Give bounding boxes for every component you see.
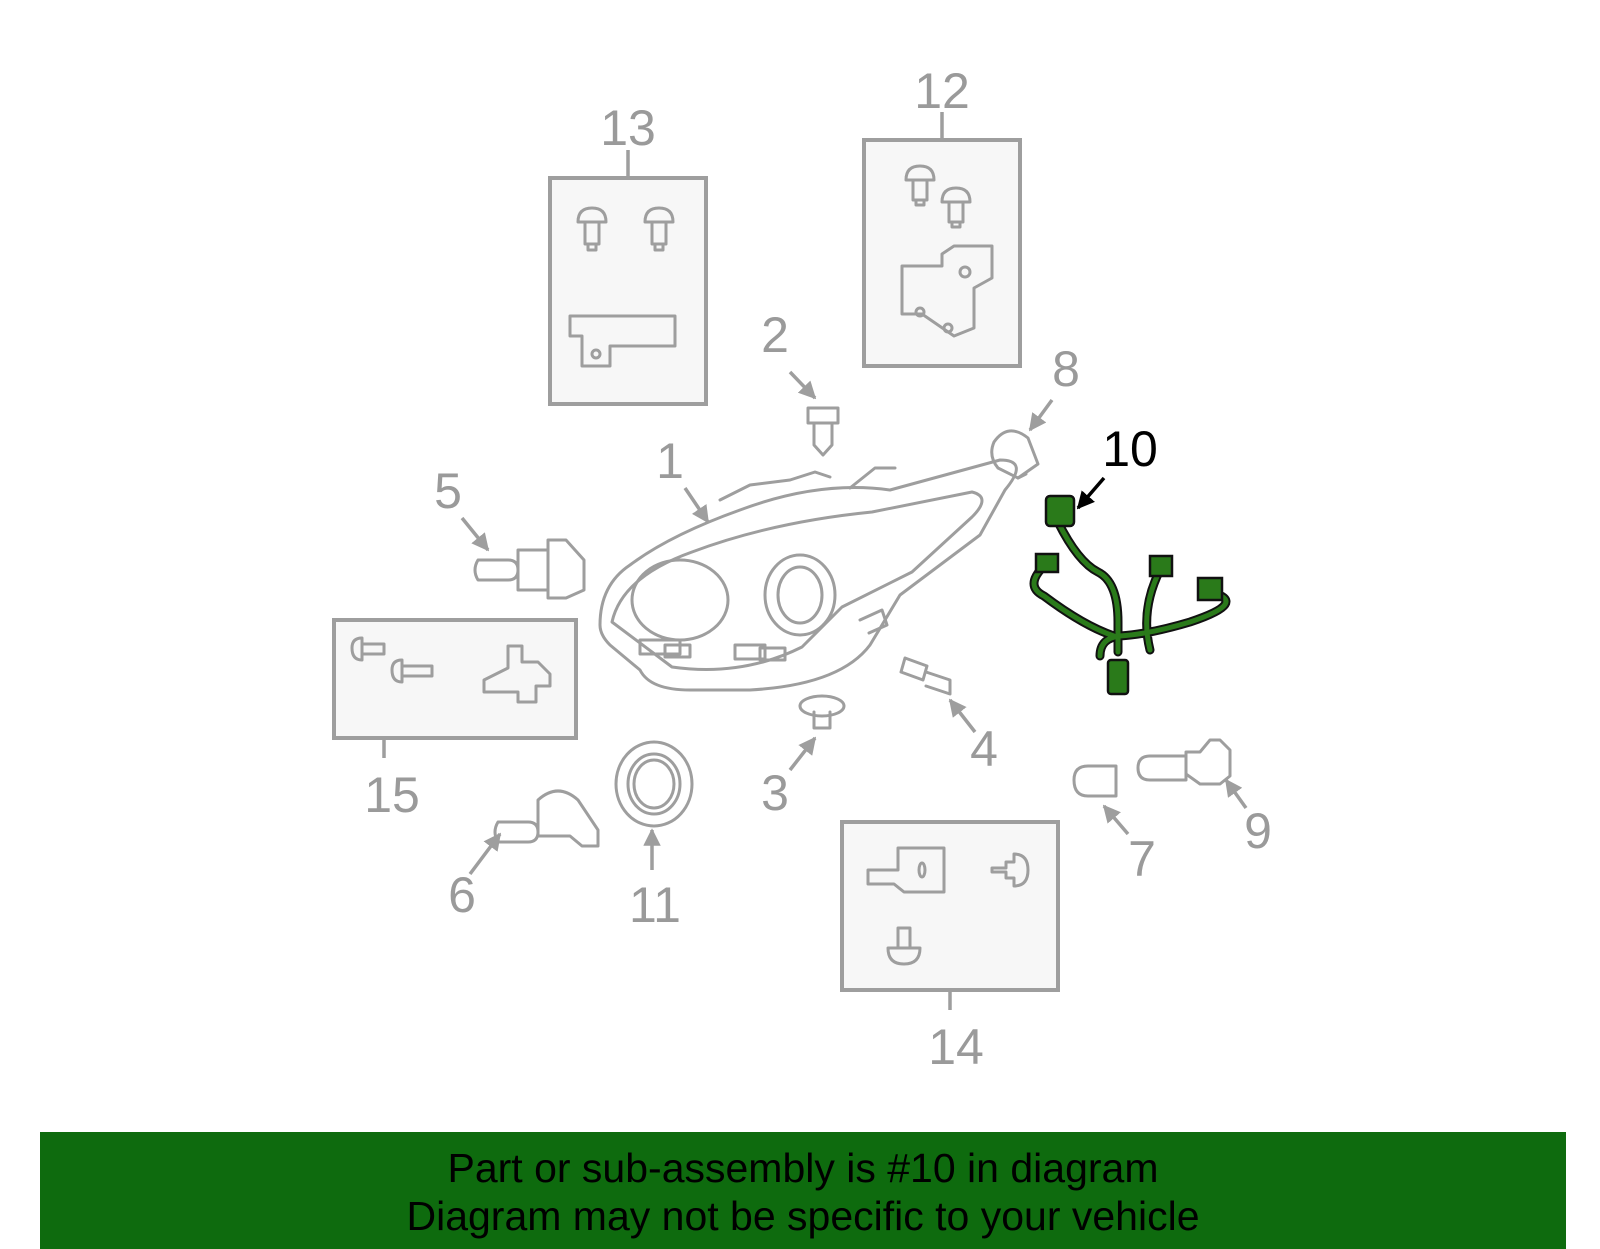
callout-4[interactable]: 4 [970,721,998,777]
banner-line-part: Part or sub-assembly is #10 in diagram [447,1145,1159,1191]
callout-15[interactable]: 15 [364,767,420,823]
bulb-icon [493,789,600,848]
callout-2[interactable]: 2 [761,307,789,363]
socket-ring-icon [614,740,694,828]
fastener-icon [350,636,552,704]
connector-icon [1034,552,1060,574]
kit-box-13 [548,150,708,406]
screw-icon [899,656,952,696]
callout-5[interactable]: 5 [434,463,462,519]
callout-8[interactable]: 8 [1052,341,1080,397]
diagram-note-banner: Part or sub-assembly is #10 in diagram D… [40,1132,1566,1249]
banner-line-disclaimer: Diagram may not be specific to your vehi… [406,1193,1200,1239]
callout-1[interactable]: 1 [656,433,684,489]
bulb-icon [1136,738,1232,786]
connector-icon [1196,576,1224,602]
connector-icon [1044,494,1076,528]
callout-9[interactable]: 9 [1244,803,1272,859]
clip-icon [568,206,677,368]
callout-10[interactable]: 10 [1102,421,1158,477]
callout-6[interactable]: 6 [448,867,476,923]
callout-14[interactable]: 14 [928,1019,984,1075]
callout-11[interactable]: 11 [629,877,681,933]
bracket-icon [866,846,1030,966]
callout-12[interactable]: 12 [914,63,970,119]
bulb-icon [990,429,1040,480]
grommet-icon [798,694,846,730]
bulb-icon [473,538,586,600]
callout-7[interactable]: 7 [1128,831,1156,887]
kit-box-15 [332,618,578,758]
bracket-icon [900,164,994,338]
screw-icon [806,406,840,457]
headlamp-assembly [598,458,1018,692]
connector-icon [1106,658,1130,696]
callout-3[interactable]: 3 [761,765,789,821]
kit-box-14 [840,820,1060,1010]
bulb-icon [1072,764,1118,798]
wiring-harness-highlighted [1029,494,1231,696]
connector-icon [1148,554,1174,578]
callout-13[interactable]: 13 [600,100,656,156]
kit-box-12 [862,112,1022,368]
